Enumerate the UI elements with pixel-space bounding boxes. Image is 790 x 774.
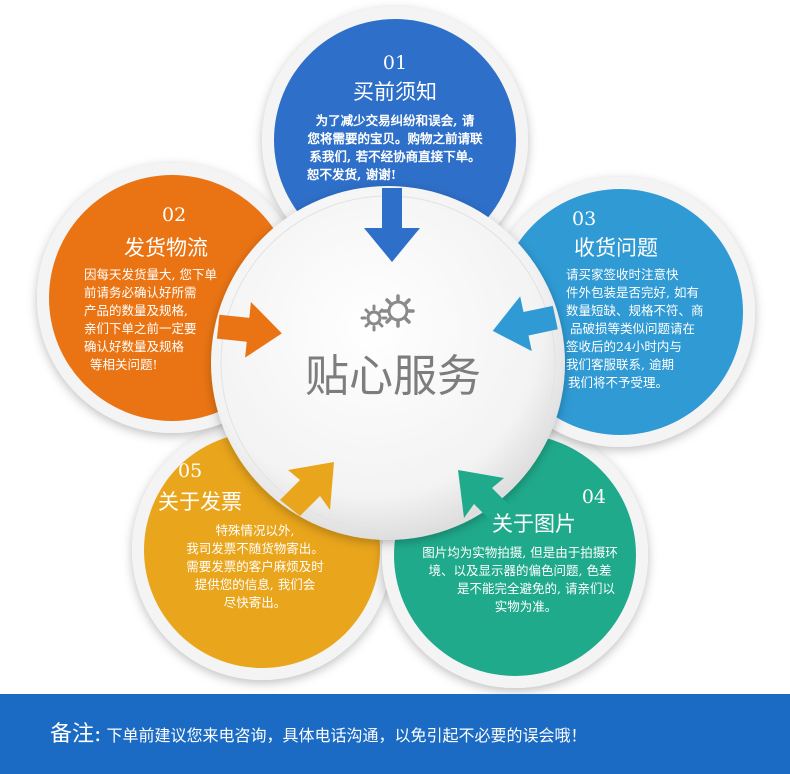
- petal-01-line: 您将需要的宝贝。购物之前请联: [307, 131, 483, 146]
- petal-05-line: 尽快寄出。: [223, 595, 287, 610]
- footer-note: 下单前建议您来电咨询，具体电话沟通，以免引起不必要的误会哦！: [106, 726, 587, 745]
- petal-04-line: 图片均为实物拍摄, 但是由于拍摄环: [422, 545, 618, 560]
- arrow-01: [364, 188, 420, 262]
- petal-03-line: 品破损等类似问题请在: [570, 321, 696, 336]
- petal-02-body: 因每天发货量大, 您下单 前请务必确认好所需 产品的数量及规格, 亲们下单之前一…: [78, 266, 248, 374]
- petal-02-line: 确认好数量及规格: [84, 339, 185, 354]
- petal-05-line: 我司发票不随货物寄出。: [186, 541, 324, 556]
- petal-02-number: 02: [162, 204, 187, 226]
- petal-03-line: 请买家签收时注意快: [566, 267, 679, 282]
- petal-03-body: 请买家签收时注意快 件外包装是否完好, 如有 数量短缺、规格不符、商 品破损等类…: [560, 266, 730, 392]
- footer-banner: 备注: 下单前建议您来电咨询，具体电话沟通，以免引起不必要的误会哦！: [0, 694, 790, 774]
- petal-03-text: 03 收货问题 请买家签收时注意快 件外包装是否完好, 如有 数量短缺、规格不符…: [560, 208, 730, 392]
- petal-02-line: 因每天发货量大, 您下单: [84, 267, 217, 282]
- petal-02-line: 产品的数量及规格,: [84, 303, 188, 318]
- arrow-03: [492, 296, 558, 352]
- arrow-04: [458, 470, 512, 524]
- petal-04-line: 实物为准。: [494, 599, 558, 614]
- petal-05-number: 05: [178, 460, 203, 482]
- petal-graphics: [37, 7, 755, 688]
- petal-01-number: 01: [382, 52, 408, 74]
- petal-01-body: 为了减少交易纠纷和误会, 请 您将需要的宝贝。购物之前请联 系我们, 若不经协商…: [295, 112, 495, 184]
- petal-05-line: 提供您的信息, 我们会: [194, 577, 316, 592]
- petal-04-line: 境、以及显示器的偏色问题, 色差: [428, 563, 612, 578]
- petal-01-text: 01 买前须知 为了减少交易纠纷和误会, 请 您将需要的宝贝。购物之前请联 系我…: [295, 52, 495, 184]
- petal-03-line: 数量短缺、规格不符、商: [566, 303, 704, 318]
- petal-02-line: 亲们下单之前一定要: [84, 321, 197, 336]
- petal-01-line: 恕不发货, 谢谢!: [307, 167, 397, 182]
- petal-02-line: 等相关问题!: [90, 357, 158, 372]
- petal-04-line: 是不能完全避免的, 请亲们以: [457, 581, 615, 596]
- petal-03-number: 03: [572, 208, 597, 230]
- petal-03-line: 我们客服联系, 逾期: [566, 357, 674, 372]
- petal-05-line: 特殊情况以外,: [215, 523, 295, 538]
- center-title: 贴心服务: [305, 351, 481, 402]
- petal-02-text: 02 发货物流 因每天发货量大, 您下单 前请务必确认好所需 产品的数量及规格,…: [78, 204, 248, 374]
- petal-04-body: 图片均为实物拍摄, 但是由于拍摄环 境、以及显示器的偏色问题, 色差 是不能完全…: [400, 544, 640, 616]
- petal-03-title: 收货问题: [574, 236, 658, 260]
- petal-04-title: 关于图片: [492, 512, 576, 536]
- petal-03-line: 件外包装是否完好, 如有: [566, 285, 699, 300]
- footer-label: 备注:: [50, 722, 102, 747]
- petal-04-text: 04 关于图片 图片均为实物拍摄, 但是由于拍摄环 境、以及显示器的偏色问题, …: [400, 486, 640, 616]
- petal-01-line: 为了减少交易纠纷和误会, 请: [315, 113, 475, 128]
- petal-03-line: 签收后的24小时内与: [566, 339, 682, 354]
- petal-04-number: 04: [581, 486, 606, 508]
- petal-01-title: 买前须知: [353, 80, 437, 104]
- petal-02-line: 前请务必确认好所需: [84, 285, 197, 300]
- petal-05-text: 05 关于发票 特殊情况以外, 我司发票不随货物寄出。 需要发票的客户麻烦及时 …: [150, 460, 360, 612]
- footer-text: 备注: 下单前建议您来电咨询，具体电话沟通，以免引起不必要的误会哦！: [50, 716, 587, 748]
- petal-02-title: 发货物流: [124, 236, 208, 260]
- petal-05-body: 特殊情况以外, 我司发票不随货物寄出。 需要发票的客户麻烦及时 提供您的信息, …: [150, 522, 360, 612]
- gears-icon: [360, 294, 415, 332]
- petal-03-line: 我们将不予受理。: [568, 375, 669, 390]
- arrow-05: [280, 462, 334, 516]
- petal-05-title: 关于发票: [158, 490, 242, 514]
- petal-05-line: 需要发票的客户麻烦及时: [186, 559, 324, 574]
- arrow-02: [216, 301, 282, 358]
- petal-01-line: 系我们, 若不经协商直接下单。: [309, 149, 481, 164]
